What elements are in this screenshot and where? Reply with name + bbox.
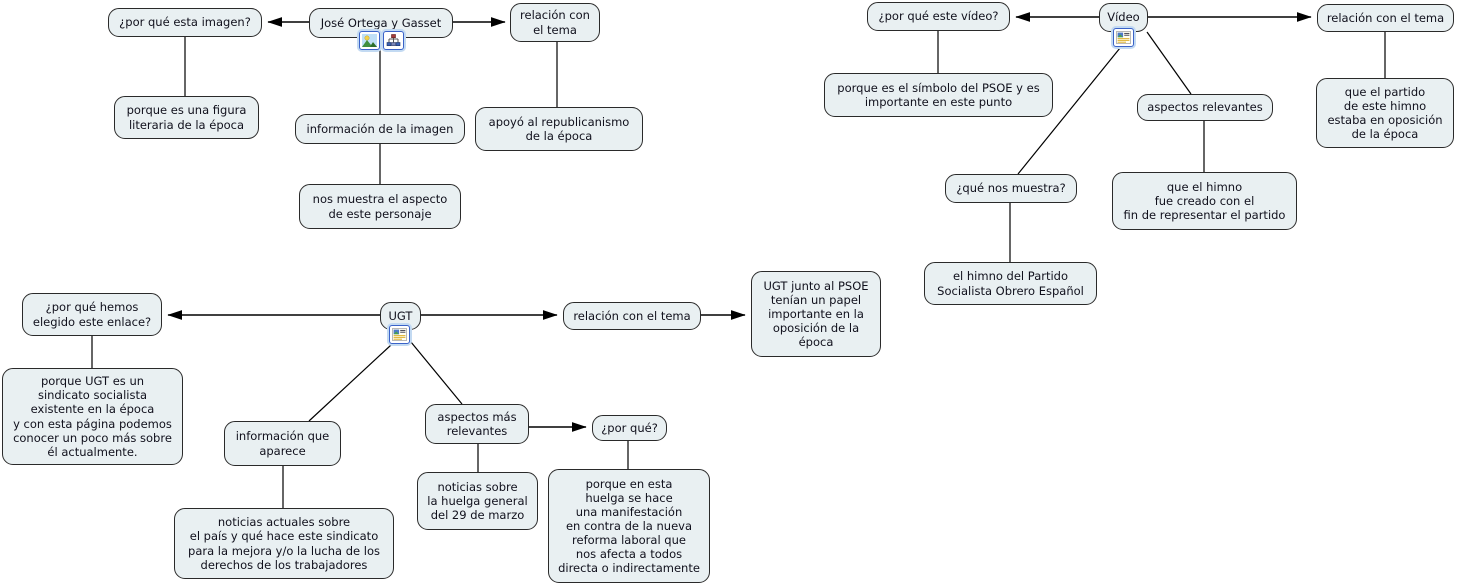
concept-node-por-que-imagen[interactable]: ¿por qué esta imagen? xyxy=(108,8,262,37)
node-label: noticias actuales sobre el país y qué ha… xyxy=(188,515,380,572)
concept-node-video[interactable]: Vídeo xyxy=(1099,3,1148,32)
picture-icon[interactable] xyxy=(359,31,380,50)
concept-node-aspectos-mas-relevantes[interactable]: aspectos más relevantes xyxy=(425,404,529,444)
node-label: ¿por qué esta imagen? xyxy=(119,15,251,30)
concept-node-himno-psoe[interactable]: el himno del Partido Socialista Obrero E… xyxy=(924,262,1097,305)
concept-node-simbolo-psoe[interactable]: porque es el símbolo del PSOE y es impor… xyxy=(824,73,1053,117)
webpage-icon[interactable] xyxy=(389,325,410,344)
node-label: noticias sobre la huelga general del 29 … xyxy=(427,479,528,522)
concept-node-relacion-tema-video[interactable]: relación con el tema xyxy=(1317,4,1454,32)
concept-node-jose-ortega[interactable]: José Ortega y Gasset xyxy=(309,8,453,38)
concept-node-por-que[interactable]: ¿por qué? xyxy=(592,415,667,441)
node-label: UGT junto al PSOE tenían un papel import… xyxy=(763,278,869,350)
node-label: porque es el símbolo del PSOE y es impor… xyxy=(837,80,1040,109)
node-label: aspectos más relevantes xyxy=(437,409,517,438)
node-label: relación con el tema xyxy=(1326,10,1445,25)
concept-node-que-nos-muestra[interactable]: ¿qué nos muestra? xyxy=(945,174,1077,203)
concept-node-noticias-huelga[interactable]: noticias sobre la huelga general del 29 … xyxy=(417,472,538,530)
node-label: ¿qué nos muestra? xyxy=(956,181,1066,196)
node-label: porque UGT es un sindicato socialista ex… xyxy=(13,374,172,459)
node-label: ¿por qué? xyxy=(601,420,658,435)
concept-node-por-que-enlace[interactable]: ¿por qué hemos elegido este enlace? xyxy=(22,293,162,336)
node-label: ¿por qué hemos elegido este enlace? xyxy=(32,300,152,329)
concept-node-relacion-tema-imagen[interactable]: relación con el tema xyxy=(510,3,600,42)
concept-node-aspecto-personaje[interactable]: nos muestra el aspecto de este personaje xyxy=(299,184,461,229)
node-label: nos muestra el aspecto de este personaje xyxy=(312,192,448,221)
concept-node-relacion-tema-ugt[interactable]: relación con el tema xyxy=(563,302,701,330)
node-label: Vídeo xyxy=(1107,10,1140,25)
concept-node-figura-literaria[interactable]: porque es una figura literaria de la épo… xyxy=(114,96,259,139)
concept-node-partido-oposicion[interactable]: que el partido de este himno estaba en o… xyxy=(1316,78,1454,148)
ugt-resource-icons xyxy=(389,325,410,344)
webpage-icon[interactable] xyxy=(1113,28,1134,47)
node-label: información que aparece xyxy=(235,429,330,458)
node-label: relación con el tema xyxy=(520,8,590,37)
node-label: porque es una figura literaria de la épo… xyxy=(126,103,247,132)
concept-node-ugt-psoe-papel[interactable]: UGT junto al PSOE tenían un papel import… xyxy=(751,271,881,357)
node-label: ¿por qué este vídeo? xyxy=(878,9,999,24)
concept-node-himno-creado[interactable]: que el himno fue creado con el fin de re… xyxy=(1112,172,1297,230)
mindmap-icon[interactable] xyxy=(383,31,404,50)
concept-node-por-que-video[interactable]: ¿por qué este vídeo? xyxy=(867,2,1010,31)
node-label: porque en esta huelga se hace una manife… xyxy=(558,476,700,576)
node-label: José Ortega y Gasset xyxy=(320,15,442,30)
concept-node-informacion-aparece[interactable]: información que aparece xyxy=(224,421,341,466)
node-label: UGT xyxy=(388,308,413,323)
node-label: el himno del Partido Socialista Obrero E… xyxy=(937,269,1084,298)
concept-node-sindicato-socialista[interactable]: porque UGT es un sindicato socialista ex… xyxy=(2,368,183,465)
node-label: relación con el tema xyxy=(573,308,691,323)
concept-node-aspectos-relevantes[interactable]: aspectos relevantes xyxy=(1137,94,1273,121)
node-label: apoyó al republicanismo de la época xyxy=(488,114,630,143)
concept-node-noticias-actuales[interactable]: noticias actuales sobre el país y qué ha… xyxy=(174,508,394,579)
node-label: que el partido de este himno estaba en o… xyxy=(1327,84,1443,142)
concept-node-apoyo-republicanismo[interactable]: apoyó al republicanismo de la época xyxy=(475,107,643,151)
concept-node-porque-huelga[interactable]: porque en esta huelga se hace una manife… xyxy=(548,469,710,583)
video-resource-icons xyxy=(1113,28,1134,47)
node-label: que el himno fue creado con el fin de re… xyxy=(1123,179,1286,222)
node-label: aspectos relevantes xyxy=(1147,100,1263,115)
jose-ortega-resource-icons xyxy=(359,31,404,50)
concept-node-info-imagen[interactable]: información de la imagen xyxy=(295,114,465,144)
node-label: información de la imagen xyxy=(306,121,454,136)
